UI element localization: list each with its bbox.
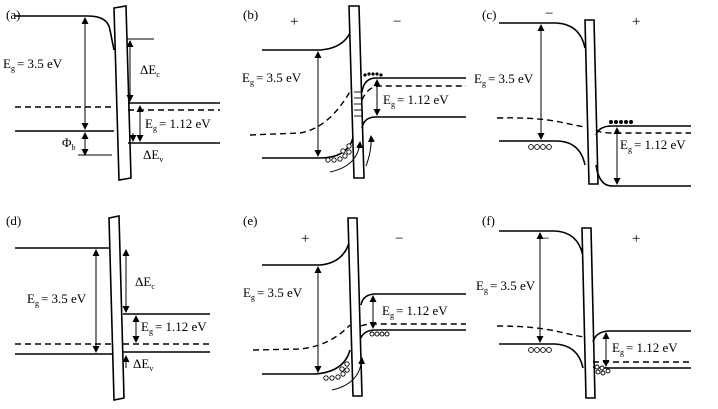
panel-b-right-conduction-band [361,77,466,93]
panel-e-left-fermi-level [252,324,351,351]
panel-e-tag: (e) [243,213,257,228]
panel-a-eg-left-label: Eg= 3.5 eV [3,56,63,73]
panel-e-left-valence-band [262,349,351,375]
panel-c-electrons [609,120,633,124]
panel-d: (d) Eg= 3.5 eV ΔEc Eg= 1.12 eV ΔEv [6,213,210,401]
panel-c-right-valence-band [595,164,691,187]
panel-b-recombination-arrow [365,135,375,167]
panel-b-left-sign: + [290,14,298,30]
panel-a-eg-right-label: Eg= 1.12 eV [145,116,211,133]
panel-b-eg-right-label: Eg= 1.12 eV [383,92,449,109]
panel-f-eg-left-label: Eg= 3.5 eV [476,278,536,295]
panel-d-eg-right-label: Eg= 1.12 eV [141,319,207,336]
panel-c-eg-right-label: Eg= 1.12 eV [620,137,686,154]
panel-b-left-fermi-level [249,87,353,136]
panel-c-right-fermi-level [595,129,691,134]
panel-e-hole-transport-arrow [331,357,366,391]
panel-b: (b) + − Eg= 3.5 eV [242,5,466,179]
panel-d-tag: (d) [6,213,21,228]
panel-f-right-sign: + [632,231,640,247]
panel-e-right-valence-band [360,329,466,339]
panel-b-eg-left-label: Eg= 3.5 eV [242,70,302,87]
panel-f-left-sign: − [541,231,549,247]
panel-c: (c) − + Eg= 3.5 eV Eg= 1.12 eV [474,6,691,187]
panel-f-holes-right [594,364,611,376]
panel-e-left-sign: + [301,231,309,247]
panel-e-right-conduction-band [360,293,466,306]
panel-f: (f) − + Eg= 3.5 eV Eg= 1.12 eV [476,213,691,399]
panel-b-holes [325,143,352,163]
panel-f-right-conduction-band [592,330,691,343]
panel-a-left-conduction-band [15,15,115,51]
panel-b-left-valence-band [262,137,354,159]
panel-a-delta-ec-label: ΔEc [140,62,160,79]
panel-d-delta-ev-label: ΔEv [133,356,153,373]
panel-b-left-conduction-band [262,23,354,51]
panel-c-tag: (c) [482,7,496,22]
panel-a: (a) Eg= 3.5 eV ΔEc Eg= 1.12 eV Φb ΔEv [3,5,220,181]
panel-f-holes-left [528,347,552,353]
panel-d-eg-left-label: Eg= 3.5 eV [27,291,87,308]
panel-e-eg-left-label: Eg= 3.5 eV [243,285,303,302]
panel-f-right-valence-band [592,366,691,369]
panel-e-holes-right [369,331,390,337]
panel-c-left-sign: − [545,6,553,22]
panel-c-right-sign: + [632,14,640,30]
panel-b-tag: (b) [243,7,258,22]
panel-d-delta-ec-label: ΔEc [135,274,155,291]
panel-c-left-valence-band [499,140,586,166]
panel-b-electrons [363,72,383,77]
panel-f-left-conduction-band [499,230,584,257]
panel-e-interface-barrier [347,217,363,397]
panel-a-interface-barrier [113,5,132,181]
panel-c-right-conduction-band [595,125,691,136]
panel-b-interface-states [354,91,362,117]
panel-e-right-sign: − [395,231,403,247]
panel-c-left-conduction-band [499,22,586,49]
panel-e-right-fermi-level [360,323,466,327]
panel-b-right-sign: − [393,14,401,30]
panel-f-left-valence-band [499,343,584,369]
panel-c-left-fermi-level [496,117,586,128]
panel-c-holes [528,144,552,150]
panel-f-interface-barrier [581,227,596,399]
panel-e-holes-valence [323,361,350,381]
panel-f-eg-right-label: Eg= 1.12 eV [612,340,678,357]
panel-a-tag: (a) [6,7,20,22]
panel-b-right-valence-band [361,116,466,129]
panel-b-hole-transport-arrow [329,141,363,173]
panel-f-left-fermi-level [496,325,585,338]
panel-a-phi-label: Φb [62,135,76,152]
panel-f-tag: (f) [482,213,495,228]
panel-c-interface-barrier [584,19,599,185]
panel-a-delta-ev-label: ΔEv [143,147,163,164]
panel-d-interface-barrier [108,215,125,401]
panel-c-eg-left-label: Eg= 3.5 eV [474,71,534,88]
panel-e-eg-right-label: Eg= 1.12 eV [382,303,448,320]
panel-e: (e) + − Eg= 3.5 eV Eg= 1.12 eV [243,213,466,397]
